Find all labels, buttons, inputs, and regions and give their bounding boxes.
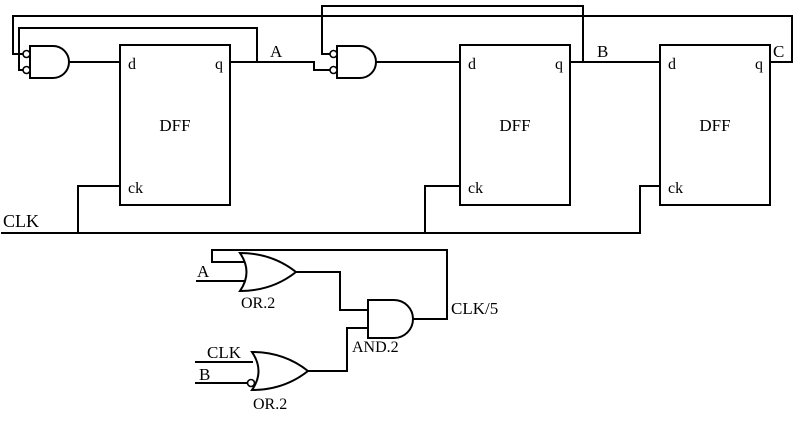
- wire-c-feedback: [12, 15, 793, 63]
- and-gate-2: [336, 45, 377, 79]
- and2-gate-label: AND.2: [352, 339, 399, 356]
- net-label-b: B: [597, 42, 608, 61]
- bottom-input-clk-label: CLK: [207, 343, 242, 362]
- and2-gate: [367, 299, 414, 339]
- bottom-input-a-label: A: [197, 262, 210, 281]
- dff3-pin-q: q: [755, 56, 763, 73]
- wire-or2-to-and: [306, 327, 369, 372]
- wire-clk-to-dff1-ck: [77, 185, 121, 234]
- or1-gate-label: OR.2: [241, 295, 275, 312]
- net-label-c: C: [773, 42, 784, 61]
- net-label-a: A: [270, 42, 283, 61]
- or-gate-top: [238, 251, 298, 293]
- invert-bubble-icon: [329, 65, 338, 75]
- dff1-pin-d: d: [128, 56, 136, 73]
- wire-clk-to-dff3-ck: [639, 185, 661, 234]
- bottom-input-b-label: B: [199, 365, 210, 384]
- dff2-pin-ck: ck: [468, 180, 483, 197]
- dff3-box: [659, 44, 771, 206]
- dff1-box: [119, 44, 231, 206]
- invert-bubble-icon: [22, 65, 31, 75]
- dff3-label: DFF: [699, 116, 730, 135]
- wire-clk-to-dff2-ck: [424, 185, 461, 234]
- wire-b-feedback: [321, 5, 584, 63]
- or-gate-bottom: [250, 350, 310, 392]
- output-clk5-label: CLK/5: [451, 299, 498, 318]
- dff2-box: [459, 44, 571, 206]
- dff1-label: DFF: [159, 116, 190, 135]
- dff2-pin-d: d: [468, 56, 476, 73]
- wire-feedback-to-or1: [211, 249, 249, 263]
- wire-a-net: [229, 61, 331, 71]
- net-label-clk: CLK: [3, 211, 39, 231]
- dff2-pin-q: q: [555, 56, 563, 73]
- wire-or1-to-and: [294, 271, 369, 311]
- dff3-pin-ck: ck: [668, 180, 683, 197]
- wire-and-output: [411, 249, 448, 320]
- and-gate-1: [29, 45, 70, 79]
- dff2-label: DFF: [499, 116, 530, 135]
- dff1-pin-q: q: [215, 56, 223, 73]
- or2-gate-label: OR.2: [253, 396, 287, 413]
- invert-bubble-icon: [22, 49, 31, 59]
- invert-bubble-icon: [246, 378, 256, 388]
- invert-bubble-icon: [329, 49, 338, 59]
- wire-a-feedback: [18, 27, 258, 71]
- dff1-pin-ck: ck: [128, 180, 143, 197]
- dff3-pin-d: d: [668, 56, 676, 73]
